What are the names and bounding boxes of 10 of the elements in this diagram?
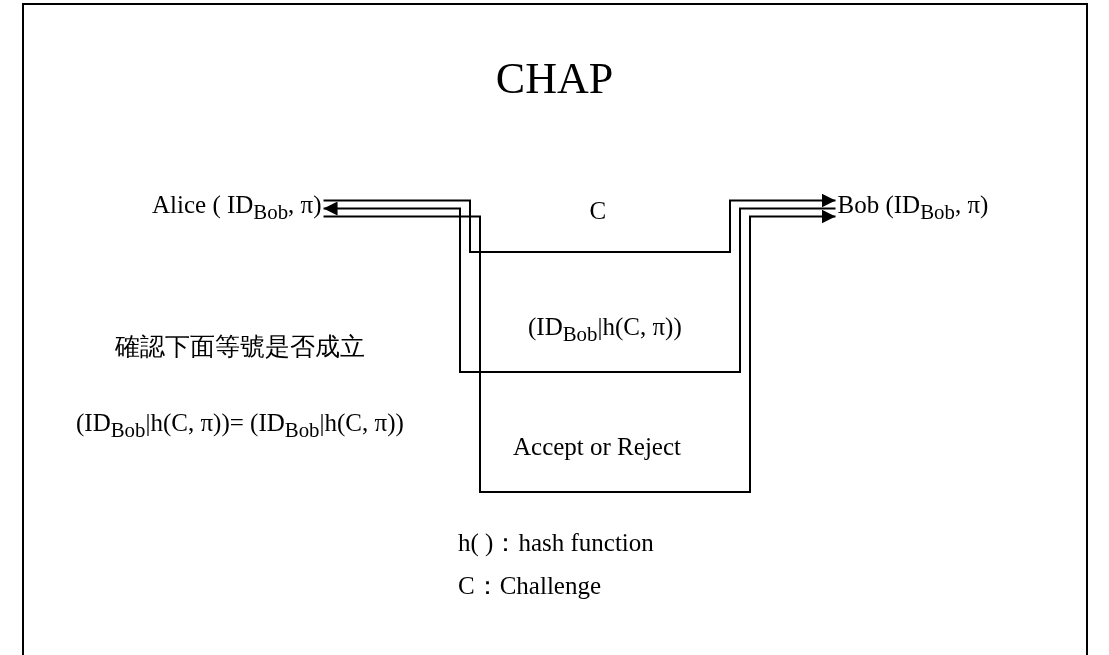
arrow <box>322 193 837 253</box>
equation-text: (ID$_{Bob}$|h(C, π))= (ID$_{Bob}$|h(C, π)) <box>76 408 404 444</box>
arrow <box>322 209 837 493</box>
definition-text: C：Challenge <box>458 571 602 601</box>
note-text: 確認下面等號是否成立 <box>115 332 365 362</box>
participant-label: Alice ( ID$_{Bob}$, π) <box>152 190 322 226</box>
arrow <box>322 201 837 373</box>
definition-text: h( )：hash function <box>458 528 654 558</box>
title: CHAP <box>495 54 614 103</box>
participant-label: Bob (ID$_{Bob}$, π) <box>837 190 989 226</box>
